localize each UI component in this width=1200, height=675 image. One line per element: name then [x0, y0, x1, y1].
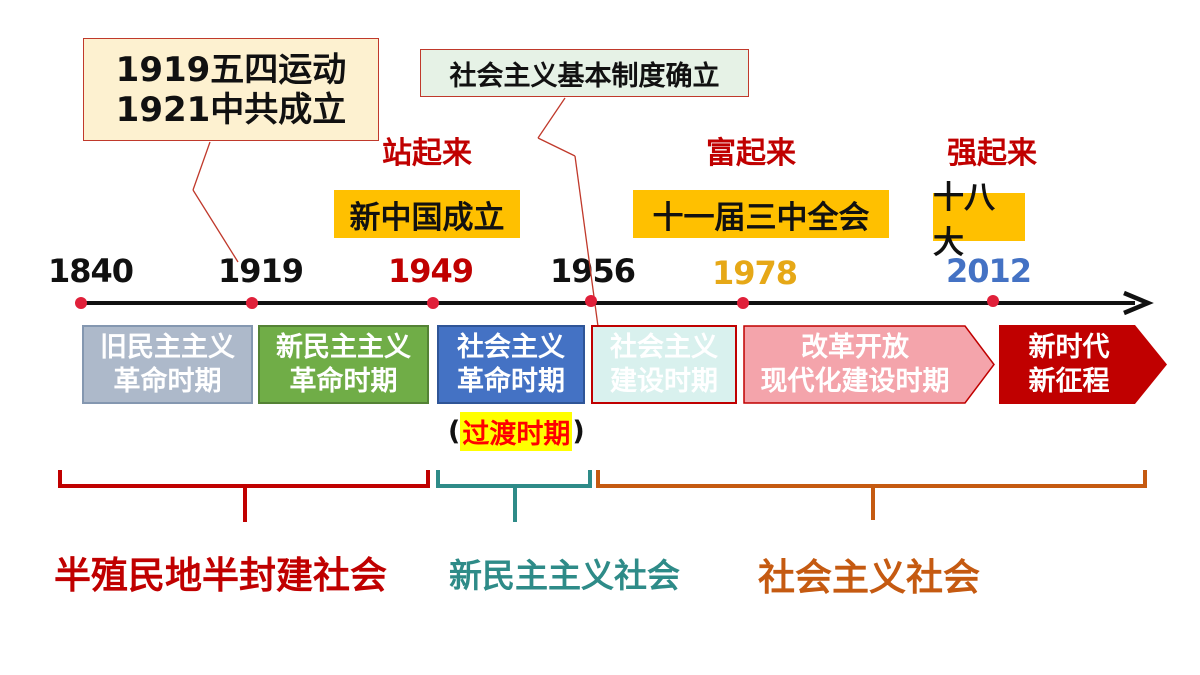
- callout-leader-2a: [537, 97, 566, 139]
- period-label: 社会主义: [610, 331, 718, 363]
- arrow-shape-pink: [743, 325, 995, 404]
- year-1840: 1840: [48, 252, 134, 290]
- dot-2012: [987, 295, 999, 307]
- dot-1956: [585, 295, 597, 307]
- period-label: 现代化建设时期: [760, 365, 950, 397]
- callout-leader-2b: [537, 137, 576, 157]
- transition-period: ( 过渡时期 ): [448, 412, 585, 451]
- event-new-china-founded: 新中国成立: [334, 190, 520, 238]
- society-semi-colonial: 半殖民地半封建社会: [54, 554, 387, 597]
- period-old-democratic-revolution: 旧民主主义 革命时期: [82, 325, 253, 404]
- year-1956: 1956: [550, 252, 636, 290]
- bracket-socialist: [596, 470, 1147, 520]
- period-label: 新时代: [1028, 331, 1110, 363]
- dot-1840: [75, 297, 87, 309]
- society-new-democratic: 新民主主义社会: [449, 556, 680, 595]
- year-1978: 1978: [712, 254, 798, 292]
- period-label: 社会主义: [457, 331, 565, 363]
- callout-socialist-system: 社会主义基本制度确立: [420, 49, 749, 97]
- year-1949: 1949: [388, 252, 474, 290]
- year-2012: 2012: [946, 252, 1032, 290]
- callout-1919-1921: 1919五四运动 1921中共成立: [83, 38, 379, 141]
- callout-text-socialist-system: 社会主义基本制度确立: [449, 60, 720, 92]
- period-label: 革命时期: [457, 365, 565, 397]
- period-socialist-revolution: 社会主义 革命时期: [437, 325, 585, 404]
- dot-1919: [246, 297, 258, 309]
- period-label: 新民主主义: [276, 331, 411, 363]
- period-label: 革命时期: [113, 365, 222, 397]
- axis-arrowhead: [1123, 290, 1154, 316]
- dot-1978: [737, 297, 749, 309]
- callout-leader-1a: [192, 141, 211, 191]
- arrow-shape-red: [999, 325, 1167, 404]
- paren-close: ): [572, 416, 585, 447]
- slogan-get-rich: 富起来: [706, 136, 796, 171]
- bracket-semi-colonial: [58, 470, 430, 522]
- event-third-plenum: 十一届三中全会: [633, 190, 889, 238]
- period-socialist-construction: 社会主义 建设时期: [591, 325, 737, 404]
- paren-open: (: [448, 416, 461, 447]
- slogan-become-strong: 强起来: [947, 136, 1037, 171]
- period-label: 旧民主主义: [100, 331, 235, 363]
- bracket-new-democratic: [436, 470, 592, 522]
- period-new-era: 新时代 新征程: [999, 325, 1167, 404]
- callout-leader-2c: [574, 155, 603, 357]
- callout-text-party-founded: 1921中共成立: [115, 89, 347, 130]
- event-18th-congress: 十八大: [933, 180, 1025, 261]
- callout-leader-1b: [192, 189, 239, 263]
- period-new-democratic-revolution: 新民主主义 革命时期: [258, 325, 429, 404]
- slogan-stand-up: 站起来: [382, 136, 472, 171]
- callout-text-may-fourth: 1919五四运动: [115, 49, 347, 90]
- dot-1949: [427, 297, 439, 309]
- period-label: 建设时期: [610, 365, 718, 397]
- period-label: 新征程: [1028, 365, 1110, 397]
- period-label: 改革开放: [801, 331, 909, 363]
- period-label: 革命时期: [289, 365, 398, 397]
- transition-label: 过渡时期: [460, 412, 573, 451]
- period-reform-opening: 改革开放 现代化建设时期: [743, 325, 995, 404]
- society-socialist: 社会主义社会: [758, 556, 980, 599]
- year-1919: 1919: [218, 252, 304, 290]
